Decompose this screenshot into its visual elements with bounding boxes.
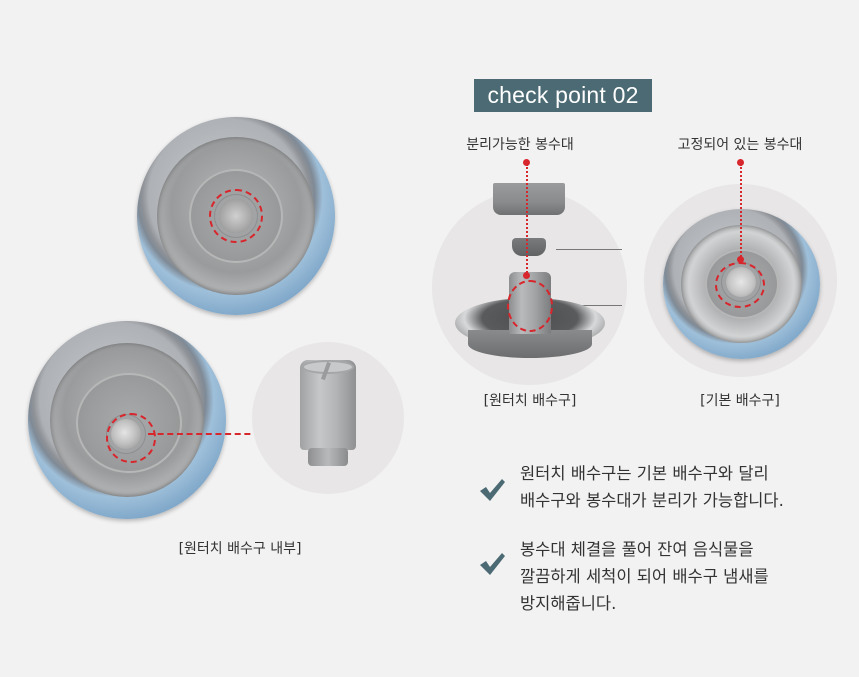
checkmark-icon <box>480 553 505 575</box>
water-seal-detail-image <box>252 342 404 494</box>
removable-trap-label: 분리가능한 봉수대 <box>466 137 574 153</box>
checklist-text: 봉수대 체결을 풀어 잔여 음식물을 깔끔하게 세척이 되어 배수구 냄새를 방… <box>520 540 769 613</box>
check-point-badge: check point 02 <box>474 79 652 112</box>
drain-top-view-image <box>137 117 335 315</box>
drain-inner-view-image <box>28 321 226 519</box>
connector-line <box>148 433 260 435</box>
checklist-item: 원터치 배수구는 기본 배수구와 달리 배수구와 봉수대가 분리가 가능합니다. <box>478 460 784 514</box>
checklist-text: 원터치 배수구는 기본 배수구와 달리 배수구와 봉수대가 분리가 가능합니다. <box>520 464 784 510</box>
fixed-trap-label: 고정되어 있는 봉수대 <box>677 137 803 153</box>
spinner-part <box>512 238 546 256</box>
drain-cap-part <box>493 183 565 215</box>
basic-drain-caption: [기본 배수구] <box>700 393 780 409</box>
checklist-item: 봉수대 체결을 풀어 잔여 음식물을 깔끔하게 세척이 되어 배수구 냄새를 방… <box>478 536 769 617</box>
checkmark-icon <box>480 479 505 501</box>
one-touch-drain-caption: [원터치 배수구] <box>483 393 577 409</box>
pointer-line-fixed <box>740 164 742 260</box>
pointer-line-removable <box>526 164 528 276</box>
left-caption: [원터치 배수구 내부] <box>178 541 302 557</box>
